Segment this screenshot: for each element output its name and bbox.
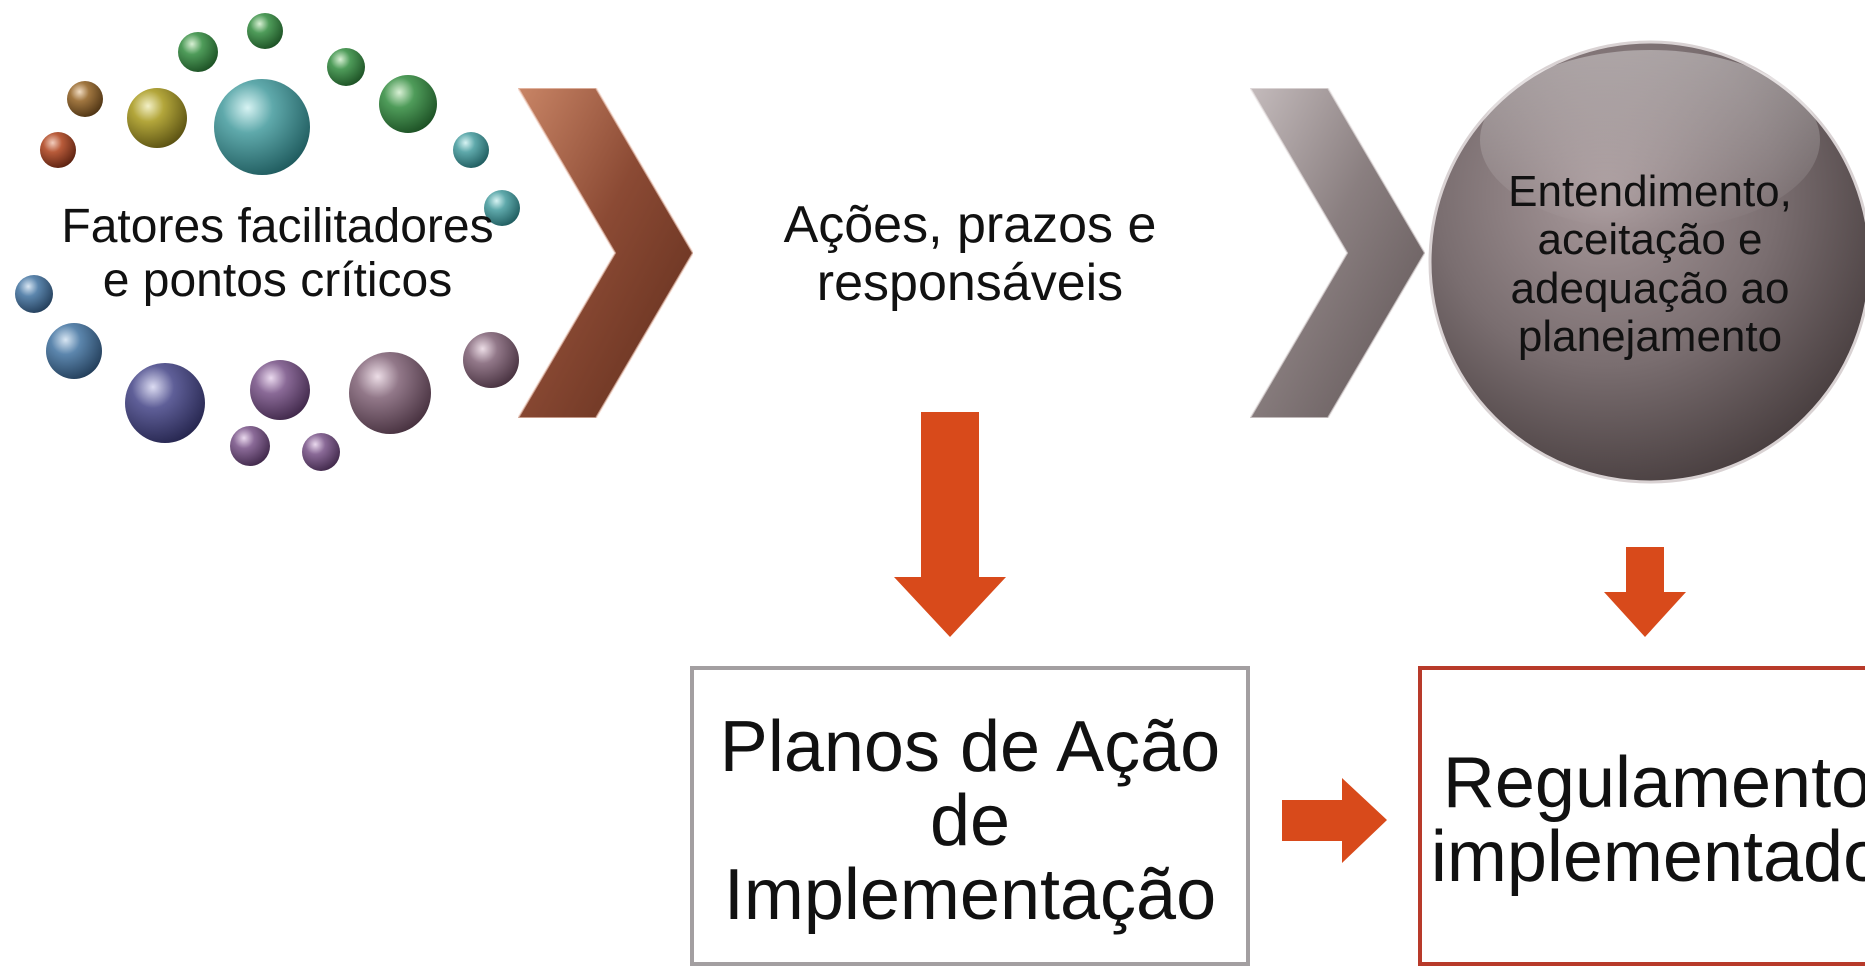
bubble: [250, 360, 310, 420]
step-3-line-3: adequação ao: [1510, 263, 1790, 313]
arrow-right: [1282, 778, 1387, 863]
step-2-line-2: responsáveis: [816, 254, 1124, 313]
bubble: [40, 132, 76, 168]
bubble-ring: [15, 13, 520, 471]
output-2-line-1: Regulamento: [1442, 743, 1865, 823]
arrow-down-large: [894, 412, 1006, 637]
bubble: [178, 32, 218, 72]
step-2-line-1: Ações, prazos e: [783, 196, 1157, 254]
output-2-line-2: implementado: [1430, 817, 1865, 898]
bubble: [230, 426, 270, 466]
bubble: [484, 190, 520, 226]
bubble: [349, 352, 431, 434]
step-2-text: Ações, prazos e responsáveis: [720, 196, 1220, 312]
output-1-line-3: Implementação: [723, 855, 1217, 936]
step-1-text: Fatores facilitadores e pontos críticos: [40, 200, 515, 308]
bubble: [327, 48, 365, 86]
bubble: [67, 81, 103, 117]
step-3-line-4: planejamento: [1517, 312, 1783, 362]
step-3-line-1: Entendimento,: [1508, 167, 1792, 216]
bubble: [214, 79, 310, 175]
output-box-2-text: Regulamento implementado: [1422, 746, 1865, 894]
step-3-circle: [1428, 40, 1865, 484]
output-box-action-plans: Planos de Ação de Implementação: [690, 666, 1250, 966]
chevron-right-gray: [1250, 88, 1425, 418]
bubble: [125, 363, 205, 443]
output-1-line-1: Planos de Ação: [719, 707, 1221, 787]
step-3-line-2: aceitação e: [1537, 215, 1763, 265]
step-1-line-2: e pontos críticos: [102, 253, 453, 307]
bubble: [379, 75, 437, 133]
output-1-line-2: de: [929, 781, 1011, 862]
bubble: [127, 88, 187, 148]
bubble: [46, 323, 102, 379]
chevron-right-brown: [518, 88, 693, 418]
bubble: [463, 332, 519, 388]
bubble: [247, 13, 283, 49]
step-3-text: Entendimento, aceitação e adequação ao p…: [1450, 167, 1850, 362]
bubble: [302, 433, 340, 471]
step-1-line-1: Fatores facilitadores: [61, 200, 494, 253]
output-box-1-text: Planos de Ação de Implementação: [694, 707, 1246, 936]
bubble: [15, 275, 53, 313]
output-box-regulation: Regulamento implementado: [1418, 666, 1865, 966]
bubble: [453, 132, 489, 168]
arrow-down-small: [1604, 547, 1686, 637]
